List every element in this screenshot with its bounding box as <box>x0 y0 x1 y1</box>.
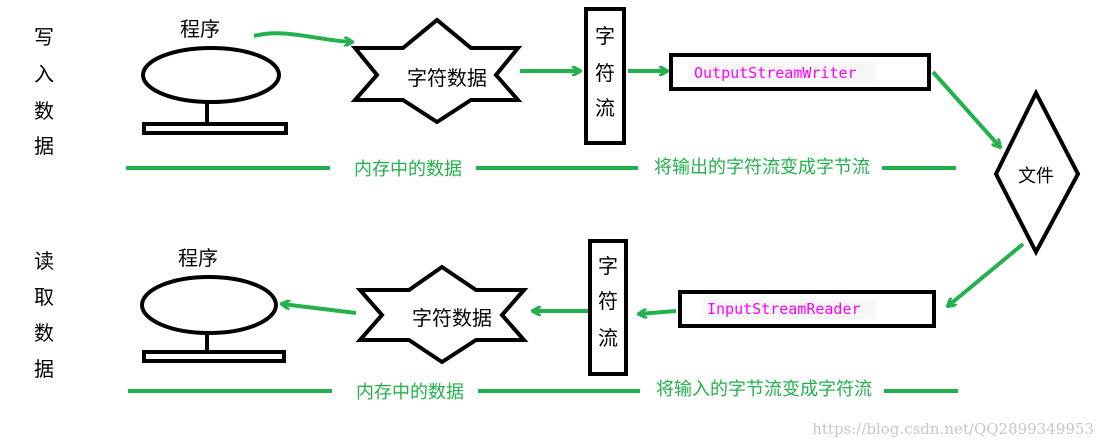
write-program-icon <box>141 46 288 135</box>
write-side-char: 入 <box>34 62 54 86</box>
output-stream-writer-label: OutputStreamWriter <box>694 64 857 82</box>
output-stream-writer-box: OutputStreamWriter <box>669 53 931 91</box>
read-program-icon <box>140 275 286 363</box>
write-char-data-label: 字符数据 <box>407 66 487 90</box>
write-memory-label: 内存中的数据 <box>354 159 462 180</box>
write-side-char: 据 <box>34 134 54 158</box>
write-side-label: 写 入 数 据 <box>34 25 54 158</box>
input-stream-reader-box: InputStreamReader <box>678 290 936 328</box>
write-char-data-star: 字符数据 <box>350 17 523 125</box>
write-program-label: 程序 <box>180 17 220 41</box>
write-side-char: 数 <box>34 99 54 123</box>
read-side-char: 据 <box>34 357 54 381</box>
read-char-stream-box: 字 符 流 <box>588 239 628 376</box>
file-node: 文件 <box>993 88 1081 257</box>
read-program-label: 程序 <box>178 246 218 270</box>
read-char-data-star: 字符数据 <box>355 264 529 365</box>
read-char-stream-char: 字 <box>598 254 618 278</box>
read-memory-line: 内存中的数据 将输入的字节流变成字符流 <box>128 379 958 403</box>
write-arrow-writer-to-file <box>931 70 1000 147</box>
read-convert-label: 将输入的字节流变成字符流 <box>656 379 872 400</box>
read-side-char: 取 <box>34 285 54 309</box>
read-arrow-file-to-reader <box>948 242 1025 306</box>
write-convert-label: 将输出的字符流变成字节流 <box>654 157 870 178</box>
write-char-stream-char: 字 <box>595 24 615 48</box>
watermark-text: https://blog.csdn.net/QQ2899349953 <box>812 420 1094 438</box>
write-char-stream-char: 流 <box>595 96 615 120</box>
write-char-stream-char: 符 <box>595 61 615 85</box>
read-side-label: 读 取 数 据 <box>34 249 54 381</box>
read-side-char: 读 <box>34 249 54 273</box>
read-arrow-reader-to-stream <box>639 311 677 314</box>
write-char-stream-box: 字 符 流 <box>584 7 626 145</box>
write-side-char: 写 <box>34 25 54 49</box>
read-memory-label: 内存中的数据 <box>356 382 464 403</box>
write-arrow-program-to-data <box>253 31 352 42</box>
read-arrow-data-to-program <box>282 304 357 315</box>
write-memory-line: 内存中的数据 将输出的字符流变成字节流 <box>126 157 956 180</box>
input-stream-reader-label: InputStreamReader <box>707 300 861 318</box>
read-char-stream-char: 符 <box>598 289 618 313</box>
read-char-stream-char: 流 <box>598 326 618 350</box>
read-char-data-label: 字符数据 <box>412 306 492 330</box>
read-side-char: 数 <box>34 321 54 345</box>
file-label: 文件 <box>1018 166 1054 187</box>
